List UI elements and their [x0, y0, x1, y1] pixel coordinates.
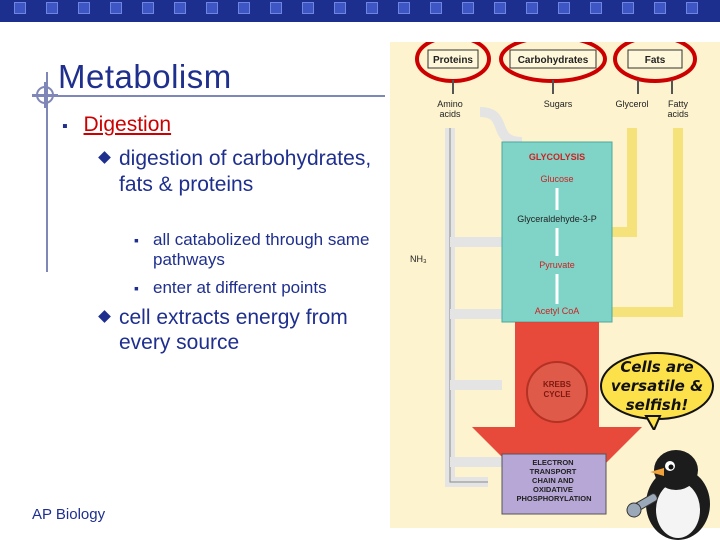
square-bullet-icon: ▪ [134, 232, 139, 248]
vertical-rule [46, 72, 48, 272]
decor-square [78, 2, 90, 14]
decor-square [654, 2, 666, 14]
nh3-label: NH₃ [410, 254, 427, 264]
penguin-belly [656, 482, 700, 538]
decor-square [622, 2, 634, 14]
footer-label: AP Biology [32, 506, 106, 523]
carbohydrates-label: Carbohydrates [518, 55, 589, 66]
decor-square [238, 2, 250, 14]
glycerol-label: Glycerol [615, 99, 648, 109]
glycerol-arrow [612, 128, 637, 237]
penguin-head [654, 450, 698, 490]
decor-square [174, 2, 186, 14]
decor-square [46, 2, 58, 14]
decor-square [206, 2, 218, 14]
decor-square [366, 2, 378, 14]
bullet-digestion-of: digestion of carbohydrates, fats & prote… [98, 146, 390, 198]
proteins-box [427, 49, 479, 69]
glycolysis-label: GLYCOLYSIS [529, 152, 585, 162]
decor-square [14, 2, 26, 14]
sub-bullet-2-text: enter at different points [153, 278, 327, 297]
bullet-energy-text: cell extracts energy from every source [119, 306, 348, 354]
decor-square [110, 2, 122, 14]
decor-square [270, 2, 282, 14]
crosshair-icon [32, 82, 58, 108]
proteins-label: Proteins [433, 55, 473, 66]
bullet-digestion-of-text: digestion of carbohydrates, fats & prote… [119, 147, 372, 196]
acetyl-coa-label: Acetyl CoA [535, 306, 580, 316]
diamond-bullet-icon [98, 310, 111, 323]
krebs-circle [526, 361, 588, 423]
decor-square [590, 2, 602, 14]
decor-square [686, 2, 698, 14]
callout-tail [644, 415, 662, 430]
decor-square [142, 2, 154, 14]
slide-title: Metabolism [58, 58, 232, 95]
etc-box [501, 453, 607, 515]
sub-bullet-1: ▪ all catabolized through same pathways [134, 230, 384, 270]
etc-label: ELECTRON TRANSPORT CHAIN AND OXIDATIVE P… [516, 458, 591, 503]
square-bullet-icon: ▪ [134, 280, 139, 296]
carbohydrates-box [509, 49, 597, 69]
fats-label: Fats [645, 55, 666, 66]
sugar-loop [479, 107, 523, 147]
decor-square [398, 2, 410, 14]
bullet-digestion-text: Digestion [83, 113, 172, 136]
decor-square [558, 2, 570, 14]
fats-highlight [613, 42, 697, 83]
callout-text: Cells are versatile & selfish! [610, 358, 704, 414]
g3p-label: Glyceraldehyde-3-P [517, 214, 597, 224]
wrench-head [626, 502, 642, 518]
fatty-acids-arrow [612, 128, 683, 317]
title-rule [32, 95, 385, 97]
decor-square [302, 2, 314, 14]
penguin-beak [650, 468, 664, 476]
bullet-digestion: ▪ Digestion [62, 113, 171, 137]
decor-square [494, 2, 506, 14]
sub-bullet-2: ▪ enter at different points [134, 278, 384, 298]
fats-box [627, 49, 683, 69]
glucose-label: Glucose [540, 174, 573, 184]
bullet-energy: cell extracts energy from every source [98, 305, 390, 355]
sub-bullet-1-text: all catabolized through same pathways [153, 230, 370, 269]
diamond-bullet-icon [98, 151, 111, 164]
pyruvate-label: Pyruvate [539, 260, 575, 270]
top-bar [0, 0, 720, 22]
callout-bubble [600, 352, 714, 430]
penguin-pupil [668, 464, 674, 470]
decor-square [526, 2, 538, 14]
decor-square [334, 2, 346, 14]
decor-square [462, 2, 474, 14]
sugars-label: Sugars [544, 99, 573, 109]
square-bullet-icon: ▪ [62, 118, 68, 135]
decor-square [430, 2, 442, 14]
penguin-icon [626, 450, 710, 540]
